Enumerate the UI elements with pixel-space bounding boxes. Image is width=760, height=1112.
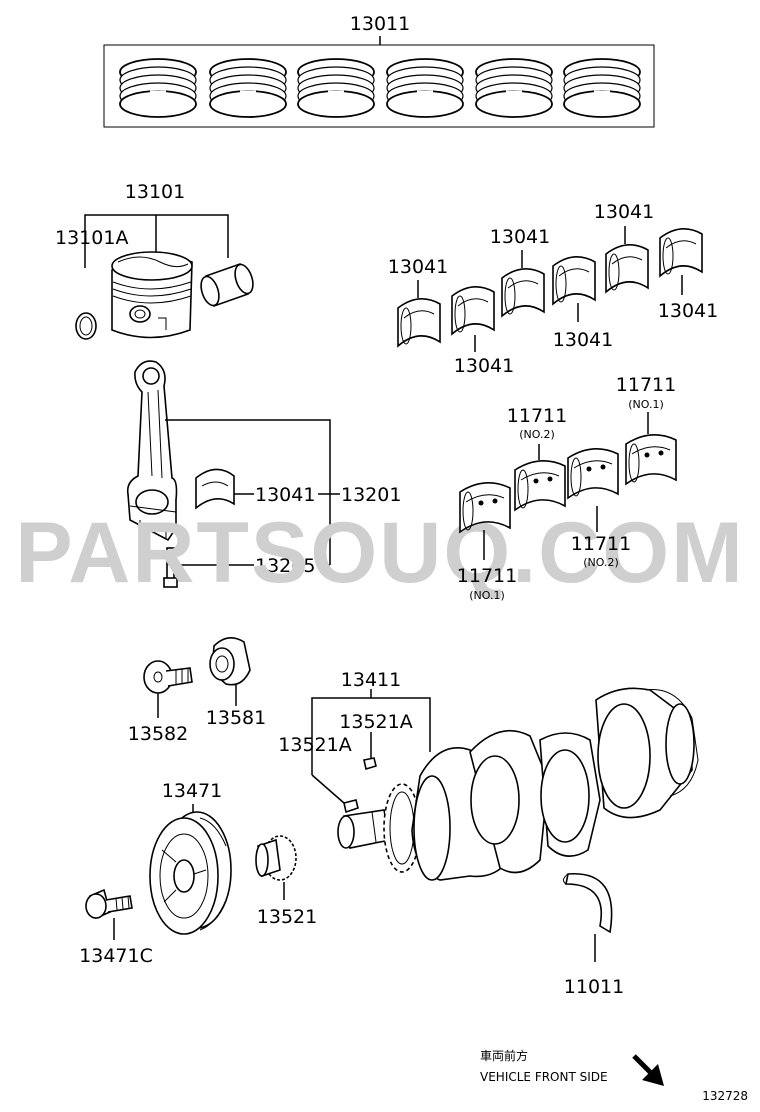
connecting-rod-bearings [397, 228, 703, 348]
label-13041-c[interactable]: 13041 [490, 226, 550, 248]
label-13521[interactable]: 13521 [257, 906, 317, 928]
watermark: PARTSOUQ.COM [15, 505, 745, 601]
piston-ring-stack [563, 58, 641, 118]
diagram-id: 132728 [702, 1089, 748, 1103]
crankshaft-part [337, 687, 699, 881]
piston-ring-stack [297, 58, 375, 118]
label-13011[interactable]: 13011 [350, 13, 410, 35]
piston-part [111, 251, 193, 339]
label-13471c[interactable]: 13471C [79, 945, 153, 967]
connecting-rod-leaders [165, 419, 340, 566]
label-13411[interactable]: 13411 [341, 669, 401, 691]
label-13101[interactable]: 13101 [125, 181, 185, 203]
pulley-bolt-part [85, 888, 133, 940]
piston-ring-stack [119, 58, 197, 118]
piston-pin [200, 262, 254, 308]
piston-ring-set-box [103, 36, 655, 128]
vehicle-front-note-jp: 車両前方 [480, 1048, 528, 1063]
thrust-washer-part [562, 873, 613, 962]
bearing-shell [459, 482, 511, 534]
label-13041-d[interactable]: 13041 [553, 329, 613, 351]
label-11711-d-sub: (NO.1) [469, 589, 505, 602]
label-11011[interactable]: 11011 [564, 976, 624, 998]
piston-pin-snap-ring [75, 312, 97, 340]
label-11711-b-sub: (NO.2) [519, 428, 555, 441]
label-11711-c[interactable]: 11711 [571, 533, 631, 555]
label-13041-f[interactable]: 13041 [658, 300, 718, 322]
label-11711-d[interactable]: 11711 [457, 565, 517, 587]
connecting-rod-bolt [163, 547, 178, 588]
bearing-shell [552, 256, 596, 306]
piston-ring-stack [386, 58, 464, 118]
vehicle-front-note-en: VEHICLE FRONT SIDE [480, 1070, 608, 1084]
bearing-shell [451, 286, 495, 336]
label-13471[interactable]: 13471 [162, 780, 222, 802]
label-13582[interactable]: 13582 [128, 723, 188, 745]
connecting-rod-bearing-part [195, 468, 235, 510]
timing-sprocket-part [255, 835, 297, 900]
bearing-shell [625, 434, 677, 486]
label-13265[interactable]: 13265 [255, 555, 315, 577]
bearing-shell [605, 244, 649, 294]
label-11711-b[interactable]: 11711 [507, 405, 567, 427]
label-13041-rod[interactable]: 13041 [255, 484, 315, 506]
connecting-rod-part [126, 360, 178, 542]
bearing-shell [514, 460, 566, 512]
crankshaft-leaders [311, 689, 431, 804]
label-13041-b[interactable]: 13041 [454, 355, 514, 377]
piston-ring-stack [475, 58, 553, 118]
label-13041-e[interactable]: 13041 [594, 201, 654, 223]
part-13582-bolt [143, 660, 193, 718]
label-13101a[interactable]: 13101A [55, 227, 128, 249]
label-13041-a[interactable]: 13041 [388, 256, 448, 278]
part-13581 [209, 637, 251, 706]
vehicle-front-arrow-icon [632, 1054, 664, 1086]
bearing-shell [567, 448, 619, 500]
bearing-shell [501, 268, 545, 318]
crankshaft-pulley-part [149, 804, 232, 935]
piston-leader [84, 214, 229, 268]
main-bearing-leaders [483, 412, 649, 560]
piston-ring-sets [119, 58, 641, 118]
label-11711-a[interactable]: 11711 [616, 374, 676, 396]
label-13521a-b[interactable]: 13521A [339, 711, 412, 733]
rod-bearing-leaders [417, 226, 683, 352]
label-13201[interactable]: 13201 [341, 484, 401, 506]
label-13521a-a[interactable]: 13521A [278, 734, 351, 756]
label-11711-a-sub: (NO.1) [628, 398, 664, 411]
crankshaft-main-bearings [459, 434, 677, 534]
label-11711-c-sub: (NO.2) [583, 556, 619, 569]
label-13581[interactable]: 13581 [206, 707, 266, 729]
bearing-shell [659, 228, 703, 278]
bearing-shell [397, 298, 441, 348]
piston-ring-stack [209, 58, 287, 118]
